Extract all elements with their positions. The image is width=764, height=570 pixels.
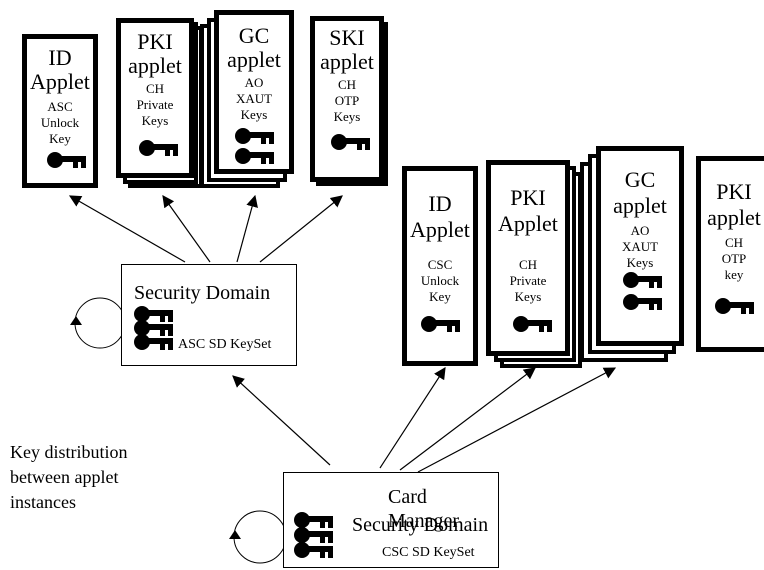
- card-manager-title-1: Card Manager: [388, 486, 460, 532]
- right-pki-otp-applet-title-2: applet: [707, 205, 761, 230]
- key-icon: [623, 294, 662, 310]
- right-pki-otp-applet-line-1: CH: [724, 235, 744, 250]
- top-pki-applet-card: PKI applet CH Private Keys: [116, 18, 194, 178]
- right-id-applet-line-1: CSC: [427, 257, 453, 272]
- card-manager-title-2: Security Domain: [352, 514, 489, 536]
- key-icon: [294, 527, 333, 543]
- arrow-cm-to-sd: [232, 375, 331, 466]
- right-gc-applet-title-1: GC: [624, 167, 656, 192]
- top-id-applet-line-3: Key: [49, 131, 71, 146]
- right-pki-otp-applet-line-2: OTP: [721, 251, 747, 266]
- right-id-applet-title-2: Applet: [410, 217, 470, 242]
- top-ski-applet-line-3: Keys: [333, 109, 361, 124]
- top-pki-applet-title-2: applet: [128, 53, 182, 78]
- security-domain-title: Security Domain: [134, 282, 271, 304]
- card-manager-box: Card Manager Security Domain CSC SD KeyS…: [283, 472, 499, 568]
- arrow-cm-to-gc-applet: [417, 367, 617, 473]
- top-ski-applet-line-2: OTP: [334, 93, 360, 108]
- key-icon: [139, 140, 178, 156]
- arrow-cm-to-id-applet: [379, 366, 446, 469]
- key-icon: [294, 512, 333, 528]
- top-pki-applet-line-2: Private: [136, 97, 174, 112]
- arrow-sd-to-pki-applet: [162, 195, 211, 263]
- top-gc-applet-title-1: GC: [238, 23, 270, 48]
- self-loop-security-domain: [74, 297, 126, 349]
- right-id-applet-card: ID Applet CSC Unlock Key: [402, 166, 478, 366]
- key-icon: [47, 152, 86, 168]
- top-id-applet-card: ID Applet ASC Unlock Key: [22, 34, 98, 188]
- caption-line-3: instances: [10, 492, 76, 512]
- arrow-sd-to-id-applet: [68, 195, 186, 263]
- key-icon: [235, 148, 274, 164]
- right-pki-applet-title-2: Applet: [498, 211, 558, 236]
- key-icon: [235, 128, 274, 144]
- top-pki-applet-line-3: Keys: [141, 113, 169, 128]
- top-ski-applet-line-1: CH: [337, 77, 357, 92]
- arrow-sd-to-gc-applet: [236, 194, 258, 263]
- key-icon: [134, 334, 173, 350]
- right-id-applet-title-1: ID: [428, 191, 452, 216]
- arrow-sd-to-ski-applet: [259, 195, 343, 263]
- security-domain-keyset: ASC SD KeySet: [178, 337, 272, 352]
- self-loop-card-manager: [233, 510, 287, 564]
- key-icon: [421, 316, 460, 332]
- top-id-applet-line-1: ASC: [47, 99, 73, 114]
- key-icon: [715, 298, 754, 314]
- top-gc-applet-line-1: AO: [244, 75, 264, 90]
- self-loop-arrowhead: [229, 530, 241, 539]
- right-id-applet-line-3: Key: [429, 289, 451, 304]
- top-gc-applet-title-2: applet: [227, 47, 281, 72]
- right-id-applet-line-2: Unlock: [420, 273, 460, 288]
- right-gc-applet-card: GC applet AO XAUT Keys: [596, 146, 684, 346]
- caption-line-2: between applet: [10, 467, 119, 487]
- key-icon: [134, 320, 173, 336]
- top-id-applet-line-2: Unlock: [40, 115, 80, 130]
- key-icon: [294, 542, 333, 558]
- right-pki-applet-line-2: Private: [509, 273, 547, 288]
- right-pki-otp-applet-title-1: PKI: [716, 179, 752, 204]
- key-icon: [134, 306, 173, 322]
- top-ski-applet-title-1: SKI: [329, 25, 365, 50]
- top-id-applet-title-1: ID: [48, 45, 72, 70]
- right-pki-otp-applet-card: PKI applet CH OTP key: [696, 156, 764, 352]
- caption-line-1: Key distribution: [10, 442, 128, 462]
- right-pki-otp-applet-line-3: key: [724, 267, 744, 282]
- key-icon: [331, 134, 370, 150]
- right-pki-applet-line-1: CH: [518, 257, 538, 272]
- top-gc-applet-line-2: XAUT: [235, 91, 273, 106]
- right-gc-applet-line-1: AO: [630, 223, 650, 238]
- top-pki-applet-line-1: CH: [145, 81, 165, 96]
- top-id-applet-title-2: Applet: [30, 69, 90, 94]
- arrow-cm-to-pki-applet: [399, 367, 536, 471]
- card-manager-keyset: CSC SD KeySet: [382, 545, 475, 560]
- right-gc-applet-line-2: XAUT: [621, 239, 659, 254]
- security-domain-box: Security Domain ASC SD KeySet: [121, 264, 297, 366]
- right-pki-applet-card: PKI Applet CH Private Keys: [486, 160, 570, 356]
- top-ski-applet-title-2: applet: [320, 49, 374, 74]
- top-gc-applet-card: GC applet AO XAUT Keys: [214, 10, 294, 174]
- top-gc-applet-line-3: Keys: [240, 107, 268, 122]
- right-gc-applet-line-3: Keys: [626, 255, 654, 270]
- right-gc-applet-title-2: applet: [613, 193, 667, 218]
- key-icon: [623, 272, 662, 288]
- right-pki-applet-title-1: PKI: [510, 185, 546, 210]
- top-ski-applet-card: SKI applet CH OTP Keys: [310, 16, 384, 182]
- key-icon: [513, 316, 552, 332]
- right-pki-applet-line-3: Keys: [514, 289, 542, 304]
- top-pki-applet-title-1: PKI: [137, 29, 173, 54]
- self-loop-arrowhead: [70, 316, 82, 325]
